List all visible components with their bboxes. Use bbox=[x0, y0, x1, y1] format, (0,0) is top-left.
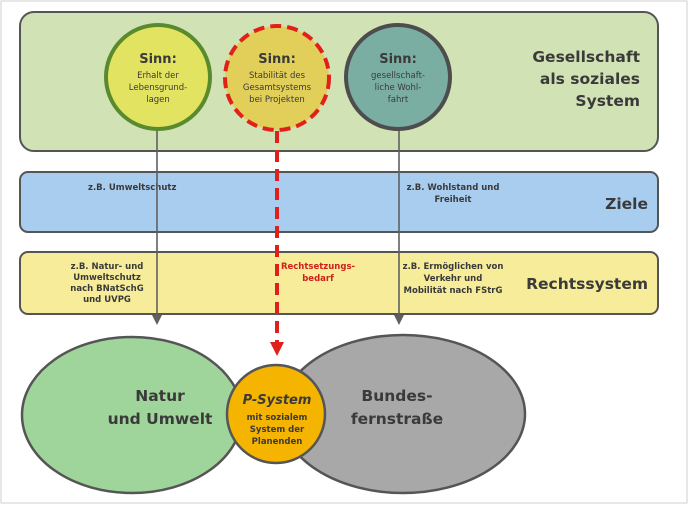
nature-label-line-2: und Umwelt bbox=[108, 410, 213, 428]
p-system-line-1: mit sozialem bbox=[247, 413, 308, 423]
p-system-line-3: Planenden bbox=[252, 437, 303, 447]
law-right-text-line-1: z.B. Ermöglichen von bbox=[403, 262, 504, 272]
circle-1-line-2: Lebensgrund- bbox=[129, 83, 187, 93]
p-system-title: P-System bbox=[243, 393, 312, 408]
p-system-line-2: System der bbox=[250, 425, 305, 435]
society-label-line-3: System bbox=[575, 92, 640, 110]
circle-3-line-1: gesellschaft- bbox=[371, 71, 425, 81]
circle-3-line-2: liche Wohl- bbox=[375, 83, 422, 93]
goals-right-text-line-1: z.B. Wohlstand und bbox=[407, 183, 500, 193]
law-left-text-line-3: nach BNatSchG bbox=[70, 284, 143, 294]
society-label-line-2: als soziales bbox=[540, 70, 640, 88]
highway-label-line-2: fernstraße bbox=[351, 410, 443, 428]
law-left-text-line-1: z.B. Natur- und bbox=[71, 262, 144, 272]
circle-1-line-1: Erhalt der bbox=[137, 71, 179, 81]
law-band bbox=[19, 251, 659, 315]
law-right-text-line-3: Mobilität nach FStrG bbox=[404, 286, 503, 296]
nature-label-line-1: Natur bbox=[135, 387, 185, 405]
law-center-text-line-1: Rechtsetzungs- bbox=[281, 262, 356, 272]
circle-3-title: Sinn: bbox=[379, 52, 417, 67]
goals-band bbox=[19, 171, 659, 233]
law-label: Rechtssystem bbox=[526, 275, 648, 293]
goals-left-text: z.B. Umweltschutz bbox=[88, 183, 176, 193]
law-right-text-line-2: Verkehr und bbox=[424, 274, 483, 284]
circle-2-line-2: Gesamtsystems bbox=[243, 83, 312, 93]
circle-2-line-3: bei Projekten bbox=[249, 95, 305, 105]
circle-sense-welfare bbox=[344, 23, 452, 131]
society-label-line-1: Gesellschaft bbox=[532, 48, 640, 66]
circle-1-title: Sinn: bbox=[139, 52, 177, 67]
goals-label: Ziele bbox=[605, 195, 648, 213]
circle-3-line-3: fahrt bbox=[388, 95, 409, 105]
circle-2-title: Sinn: bbox=[258, 52, 296, 67]
law-center-text-line-2: bedarf bbox=[302, 274, 334, 284]
p-system-circle bbox=[225, 363, 327, 465]
circle-2-line-1: Stabilität des bbox=[249, 71, 306, 81]
law-left-text-line-4: und UVPG bbox=[83, 295, 131, 305]
highway-label-line-1: Bundes- bbox=[361, 387, 432, 405]
circle-sense-nature bbox=[104, 23, 212, 131]
law-left-text-line-2: Umweltschutz bbox=[73, 273, 141, 283]
circle-1-line-3: lagen bbox=[146, 95, 170, 105]
circle-sense-stability bbox=[223, 24, 331, 132]
goals-right-text-line-2: Freiheit bbox=[435, 195, 472, 205]
